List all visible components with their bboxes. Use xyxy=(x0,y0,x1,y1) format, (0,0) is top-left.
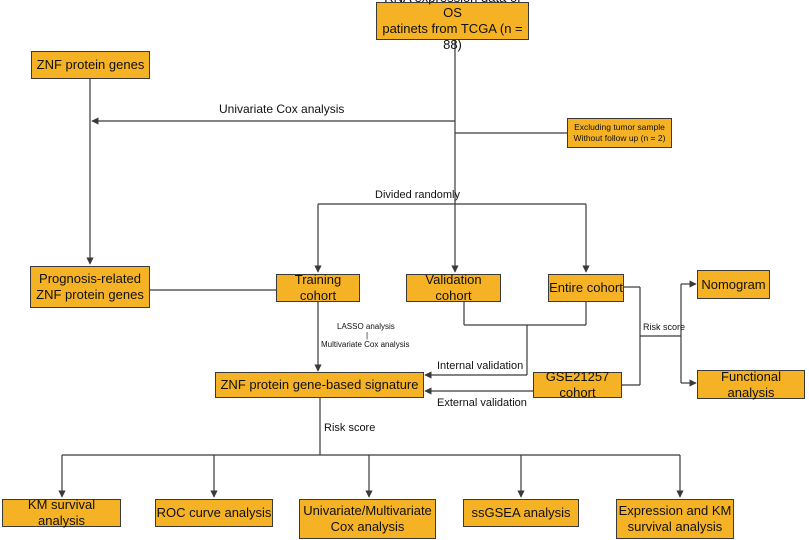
internal-validation-label: Internal validation xyxy=(437,360,524,372)
signature-box: ZNF protein gene-based signature xyxy=(215,372,424,398)
lasso-label: LASSO analysis xyxy=(337,322,395,331)
prognosis-related-box: Prognosis-related ZNF protein genes xyxy=(30,266,150,308)
functional-analysis-box: Functional analysis xyxy=(697,369,805,400)
rna-expression-box: RNA expression data of OS patinets from … xyxy=(376,0,529,52)
znf-protein-genes-box: ZNF protein genes xyxy=(31,51,150,79)
roc-curve-box: ROC curve analysis xyxy=(155,499,273,527)
univariate-cox-label: Univariate Cox analysis xyxy=(219,102,345,116)
univariate-multivariate-box: Univariate/Multivariate Cox analysis xyxy=(299,499,436,539)
excluding-samples-box: Excluding tumor sample Without follow up… xyxy=(567,118,672,148)
gse21257-cohort-box: GSE21257 cohort xyxy=(533,369,622,400)
nomogram-box: Nomogram xyxy=(697,270,770,299)
divided-randomly-label: Divided randomly xyxy=(375,189,460,201)
entire-cohort-box: Entire cohort xyxy=(548,274,624,302)
lasso-separator: | xyxy=(366,331,369,340)
external-validation-label: External validation xyxy=(437,397,527,409)
ssgsea-box: ssGSEA analysis xyxy=(463,499,579,527)
validation-cohort-box: Validation cohort xyxy=(406,272,501,303)
risk-score-bottom-label: Risk score xyxy=(324,422,376,434)
km-survival-box: KM survival analysis xyxy=(2,497,121,528)
multivariate-cox-label: Multivariate Cox analysis xyxy=(321,340,410,349)
risk-score-right-label: Risk score xyxy=(643,322,686,332)
training-cohort-box: Training cohort xyxy=(276,272,360,303)
expression-km-box: Expression and KM survival analysis xyxy=(616,499,734,539)
